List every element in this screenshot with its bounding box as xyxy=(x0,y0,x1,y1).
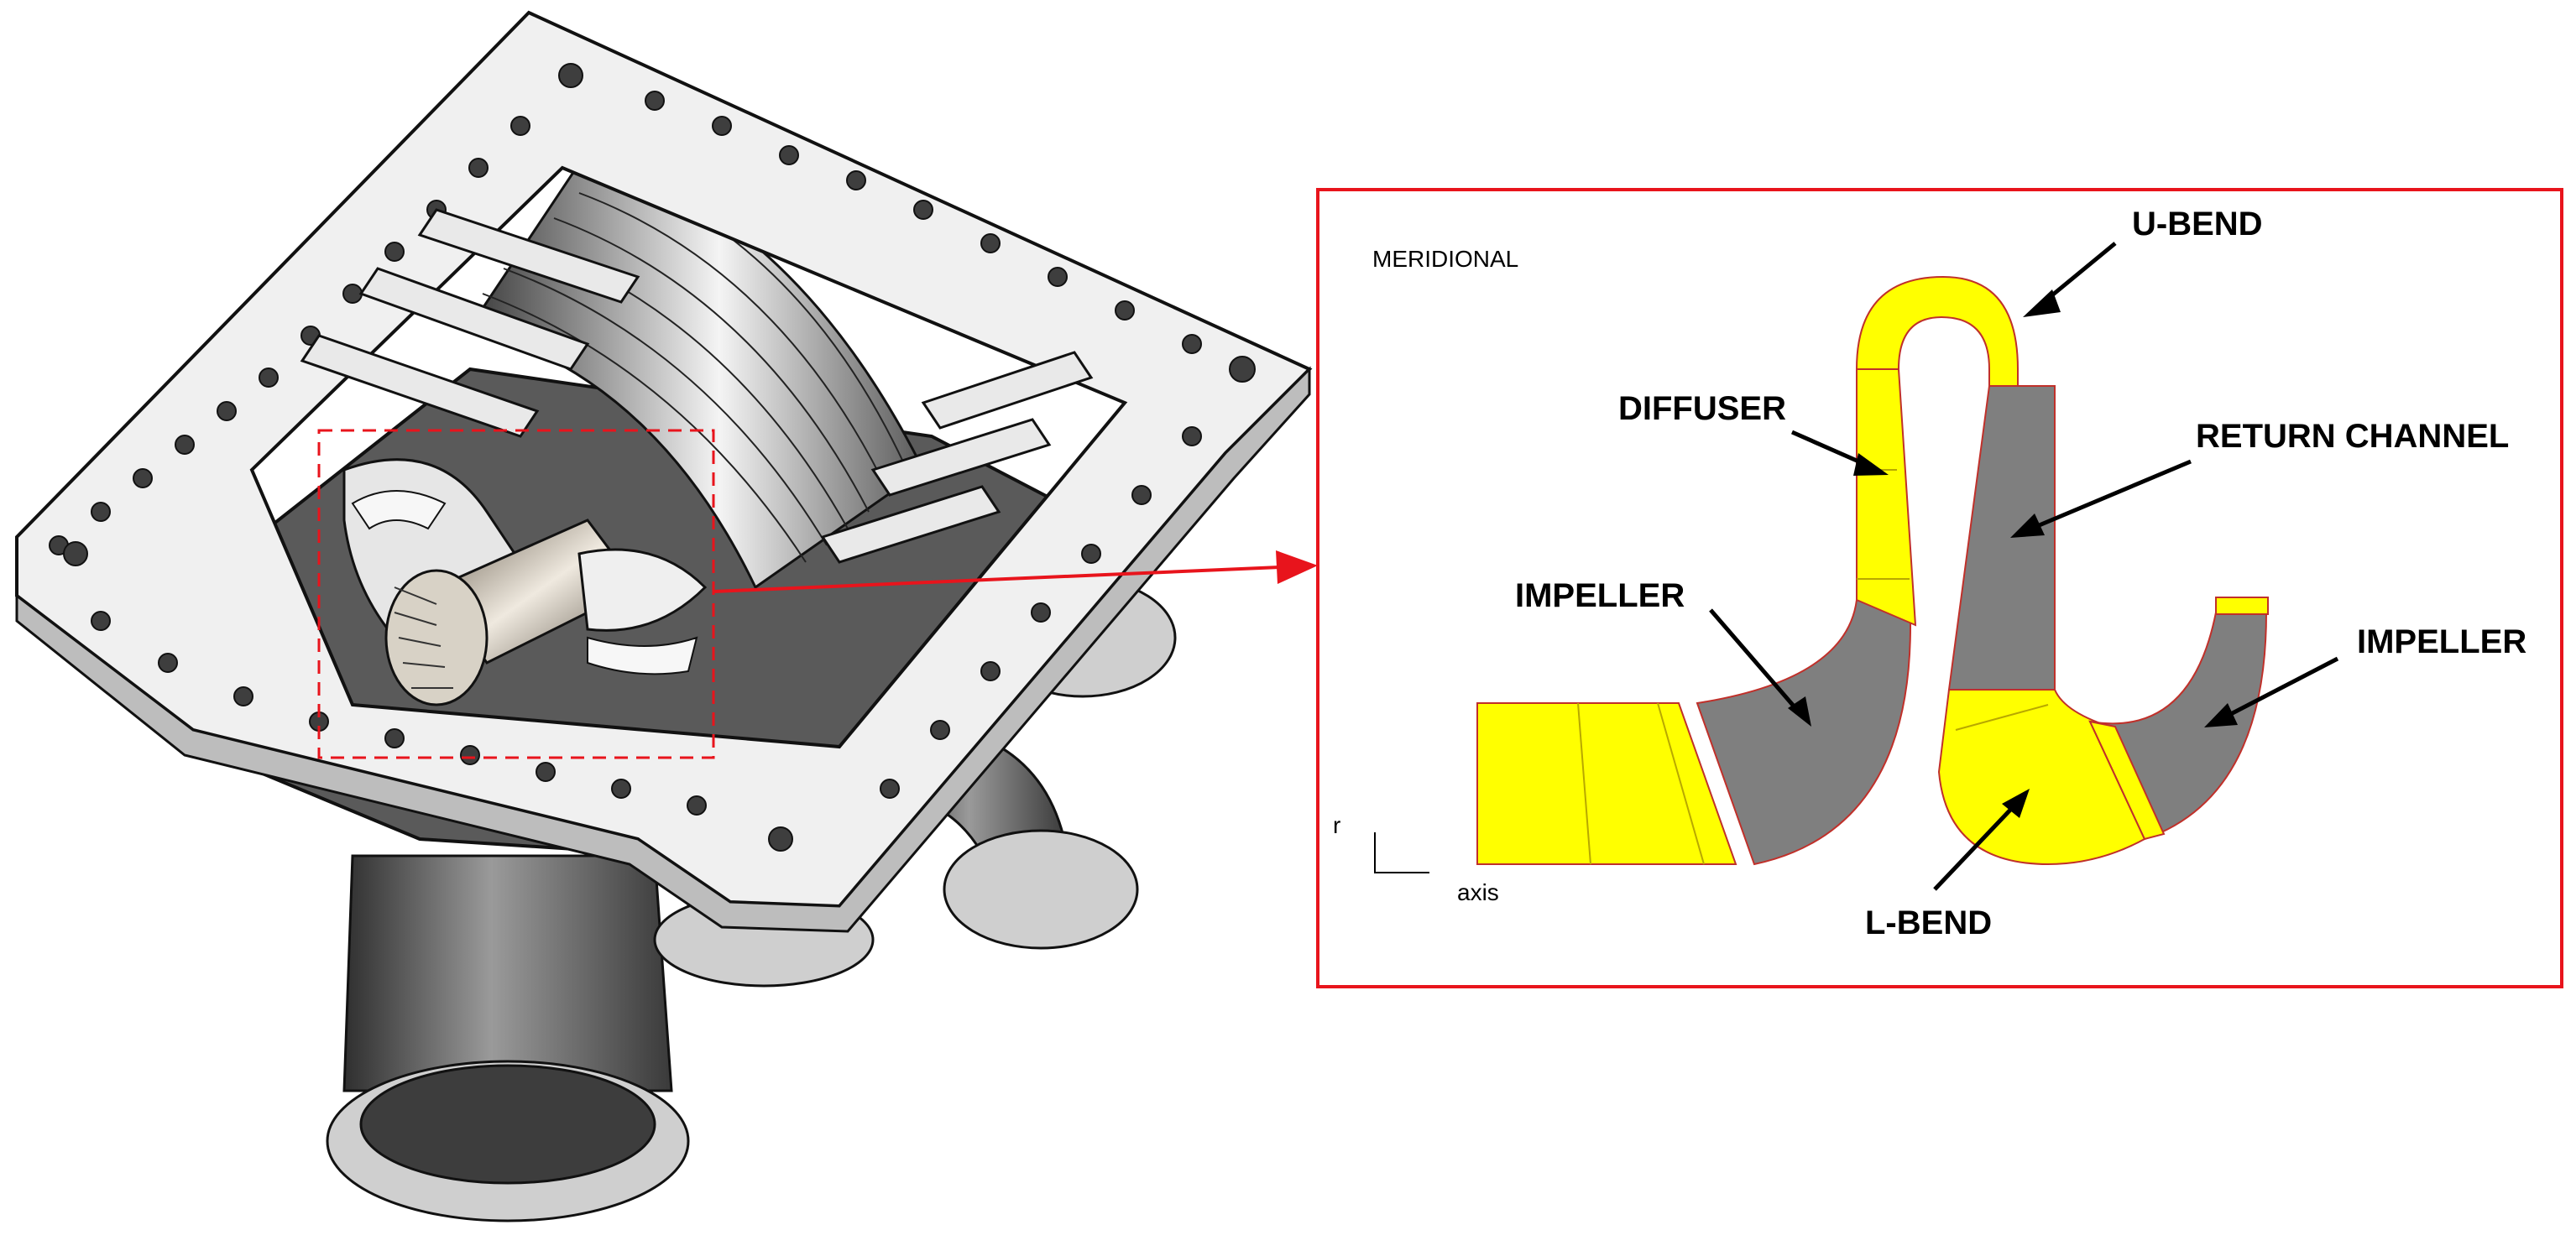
axis-label: axis xyxy=(1457,879,1499,905)
detail-highlight-box xyxy=(317,429,715,759)
axis-triad: r axis xyxy=(1333,812,1499,905)
label-return-channel: RETURN CHANNEL xyxy=(2196,418,2509,455)
inlet-channel xyxy=(1476,702,1737,865)
callout-arrows xyxy=(1709,242,2339,891)
label-diffuser: DIFFUSER xyxy=(1618,390,1786,427)
impeller-stage-cutaway xyxy=(342,458,708,706)
label-impeller-right: IMPELLER xyxy=(2357,623,2526,660)
l-bend-passage xyxy=(1937,689,2146,866)
bolt-holes xyxy=(49,63,1256,852)
meridional-title: MERIDIONAL xyxy=(1372,246,1518,272)
label-impeller-left: IMPELLER xyxy=(1515,577,1685,614)
meridional-panel: MERIDIONAL r axis xyxy=(1316,188,2563,988)
detail-connector-arrow xyxy=(713,550,1318,593)
label-l-bend: L-BEND xyxy=(1865,904,1992,941)
label-u-bend: U-BEND xyxy=(2132,206,2263,242)
compressor-casing-3d xyxy=(15,10,1313,1222)
u-bend-passage xyxy=(1855,275,2019,387)
r-axis-label: r xyxy=(1333,812,1340,838)
flow-path xyxy=(1476,275,2269,866)
impeller-left-passage xyxy=(1696,598,1912,866)
